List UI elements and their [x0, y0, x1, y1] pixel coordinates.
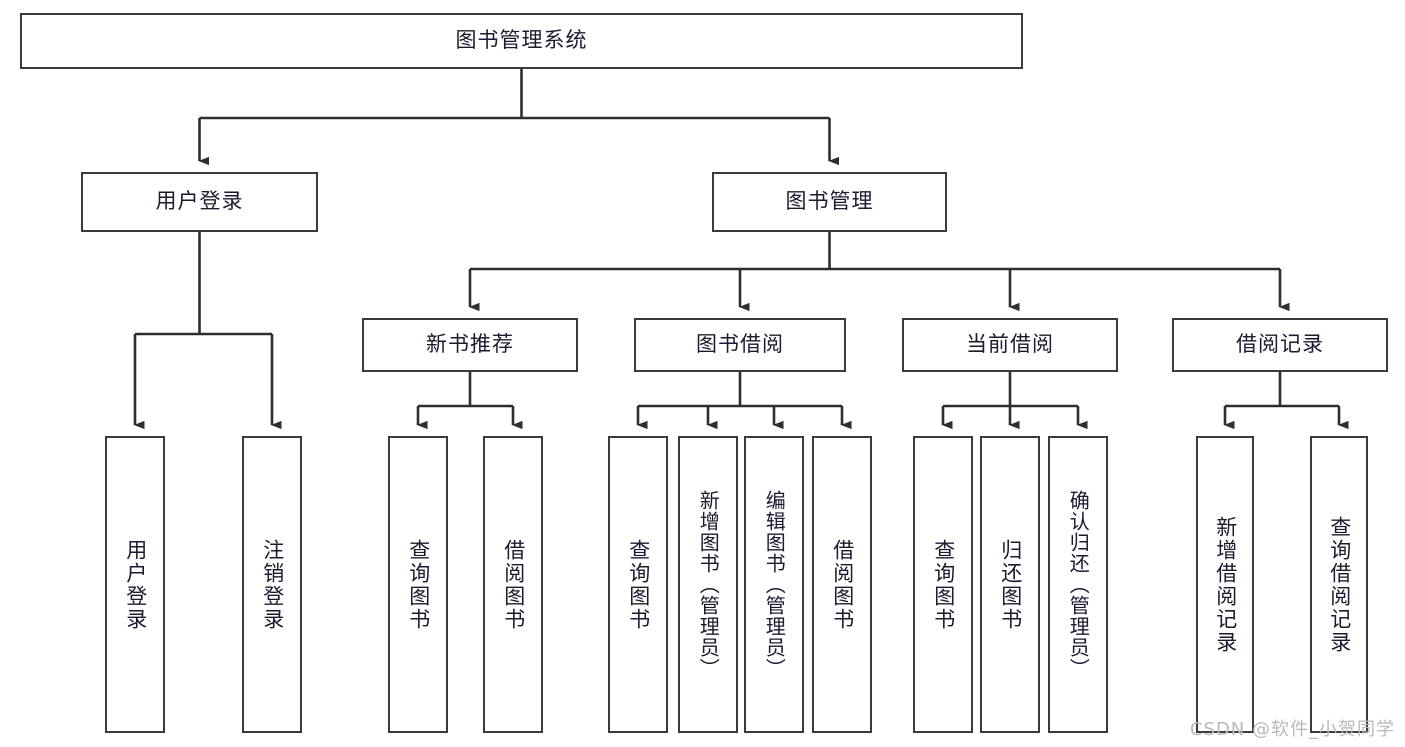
node-label: 查询借阅记录: [1327, 515, 1352, 654]
node-leaf-cb-return[interactable]: 归还图书: [980, 436, 1040, 733]
node-label: 借阅图书: [830, 538, 855, 631]
node-label: 图书管理系统: [455, 28, 588, 53]
node-leaf-bb-borrow[interactable]: 借阅图书: [812, 436, 872, 733]
node-root[interactable]: 图书管理系统: [20, 13, 1023, 69]
node-leaf-bb-query[interactable]: 查询图书: [608, 436, 668, 733]
node-leaf-user-login[interactable]: 用户登录: [105, 436, 165, 733]
watermark: CSDN @软件_小贺同学: [1189, 719, 1395, 740]
node-leaf-nr-borrow[interactable]: 借阅图书: [483, 436, 543, 733]
edge-paths: [133, 69, 1349, 430]
node-book-borrow[interactable]: 图书借阅: [634, 318, 846, 372]
node-label: 借阅记录: [1236, 332, 1324, 357]
node-leaf-cb-query[interactable]: 查询图书: [913, 436, 973, 733]
node-label: 查询图书: [931, 538, 956, 631]
node-label: 编辑图书（管理员）: [762, 490, 787, 679]
node-leaf-cb-confirm[interactable]: 确认归还（管理员）: [1048, 436, 1108, 733]
node-label: 新增借阅记录: [1213, 515, 1238, 654]
node-label: 图书管理: [785, 189, 874, 214]
node-label: 确认归还（管理员）: [1066, 490, 1091, 679]
node-leaf-bb-add[interactable]: 新增图书（管理员）: [678, 436, 738, 733]
node-leaf-bl-query[interactable]: 查询借阅记录: [1310, 436, 1368, 733]
node-cur-borrow[interactable]: 当前借阅: [902, 318, 1118, 372]
node-label: 查询图书: [626, 538, 651, 631]
node-label: 用户登录: [155, 189, 244, 214]
node-label: 用户登录: [123, 538, 148, 631]
node-label: 新书推荐: [426, 332, 514, 357]
node-label: 查询图书: [406, 538, 431, 631]
node-label: 归还图书: [998, 538, 1023, 631]
node-new-rec[interactable]: 新书推荐: [362, 318, 578, 372]
node-user-login[interactable]: 用户登录: [81, 172, 318, 232]
node-label: 注销登录: [260, 538, 285, 631]
node-book-manage[interactable]: 图书管理: [712, 172, 947, 232]
node-leaf-user-logout[interactable]: 注销登录: [242, 436, 302, 733]
node-leaf-bb-edit[interactable]: 编辑图书（管理员）: [744, 436, 804, 733]
node-leaf-bl-add[interactable]: 新增借阅记录: [1196, 436, 1254, 733]
node-label: 新增图书（管理员）: [696, 490, 721, 679]
node-label: 图书借阅: [696, 332, 784, 357]
node-borrow-log[interactable]: 借阅记录: [1172, 318, 1388, 372]
node-label: 当前借阅: [966, 332, 1054, 357]
node-label: 借阅图书: [501, 538, 526, 631]
node-leaf-nr-query[interactable]: 查询图书: [388, 436, 448, 733]
